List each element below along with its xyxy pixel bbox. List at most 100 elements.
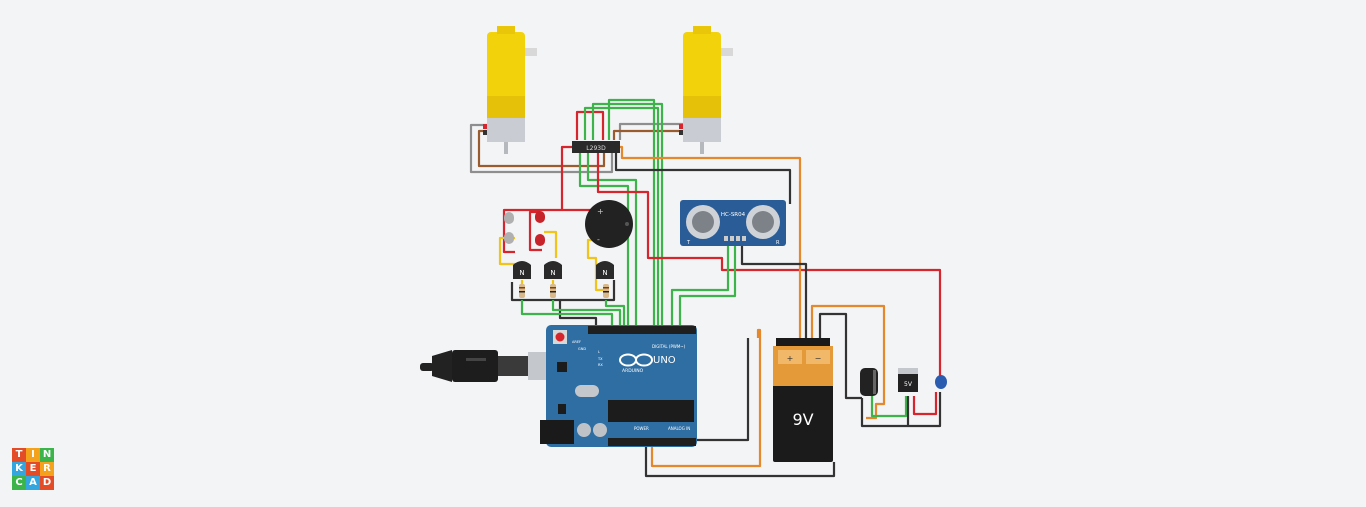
led-3-red[interactable]	[535, 211, 545, 223]
wire-green-driver-e[interactable]	[586, 152, 638, 328]
battery-label: 9V	[792, 410, 813, 429]
wire-green-driver-c[interactable]	[607, 98, 656, 328]
wire-yellow-buzzer[interactable]	[586, 238, 608, 292]
motor-driver-chip[interactable]: L293D	[572, 141, 620, 153]
arduino-crystal	[575, 385, 599, 397]
transistor-2[interactable]: N	[544, 261, 562, 279]
ultrasonic-sensor[interactable]: HC-SR04 T R	[680, 200, 786, 246]
sonar-pin-r: R	[776, 240, 780, 246]
usb-symbol	[466, 358, 486, 361]
usb-strain-relief	[432, 350, 452, 382]
wire-red-led2[interactable]	[528, 210, 542, 252]
wire-brown-motor-left[interactable]	[477, 129, 606, 168]
wire-red-reg-out[interactable]	[912, 392, 938, 416]
piezo-buzzer[interactable]: + -	[585, 200, 633, 248]
voltage-regulator[interactable]: 5V	[898, 368, 918, 392]
arduino-gnd: GND	[578, 347, 586, 351]
wire-red-power-2[interactable]	[596, 152, 942, 378]
motor-right-terminal-2	[679, 130, 683, 135]
arduino-subbrand: ARDUINO	[622, 368, 644, 374]
wire-green-sonar-trig[interactable]	[670, 240, 730, 328]
wire-green-cap-reg[interactable]	[870, 396, 908, 418]
wire-black-driver[interactable]	[614, 152, 792, 204]
wire-black-bat-gnd[interactable]	[644, 440, 836, 478]
arduino-aref: AREF	[572, 340, 581, 344]
led-1-off[interactable]	[504, 212, 514, 224]
wire-green-r1[interactable]	[520, 300, 614, 328]
driver-label: L293D	[586, 145, 606, 152]
logo-letter: R	[40, 462, 54, 476]
wire-green-r2[interactable]	[551, 300, 622, 328]
sonar-label-bg	[722, 210, 744, 218]
motor-left-shaft	[525, 48, 537, 56]
sonar-receiver-mesh	[752, 211, 774, 233]
wire-black-sonar-gnd[interactable]	[740, 240, 808, 338]
battery-9v[interactable]: + − 9V	[773, 338, 833, 462]
usb-cable[interactable]	[420, 350, 562, 382]
logo-letter: K	[12, 462, 26, 476]
arduino-uno[interactable]: UNO ARDUINO DIGITAL (PWM~) POWER ANALOG …	[540, 325, 697, 447]
motor-right[interactable]	[679, 26, 733, 154]
wire-gray-motor-left[interactable]	[469, 123, 614, 174]
arduino-tx: TX	[597, 357, 603, 361]
wire-black-reg-gnd[interactable]	[860, 392, 942, 428]
wire-brown-motor-right[interactable]	[612, 129, 683, 140]
arduino-rx: RX	[598, 363, 603, 367]
wire-green-sonar-echo[interactable]	[678, 240, 737, 328]
logo-letter: E	[26, 462, 40, 476]
arduino-usb-chip	[557, 362, 567, 372]
wire-orange-bat-vin[interactable]	[650, 328, 762, 468]
wire-black-bat-neg[interactable]	[818, 312, 862, 400]
led-2-off[interactable]	[504, 232, 514, 244]
wire-yellow-led2[interactable]	[544, 230, 558, 258]
arduino-cap-1	[577, 423, 591, 437]
resistor-2[interactable]	[550, 284, 556, 298]
buzzer-body	[585, 200, 633, 248]
led-4-red[interactable]	[535, 234, 545, 246]
motor-right-shaft	[721, 48, 733, 56]
battery-terminal-neg	[806, 350, 830, 364]
capacitor-stripe	[873, 370, 876, 394]
motor-right-can	[683, 118, 721, 142]
arduino-digital-label: DIGITAL (PWM~)	[652, 344, 686, 349]
resistor-1[interactable]	[519, 284, 525, 298]
wire-orange-bat-cap[interactable]	[810, 304, 886, 420]
regulator-body	[898, 374, 918, 392]
transistor-3[interactable]: N	[596, 261, 614, 279]
usb-plug-body	[452, 350, 498, 382]
wire-green-driver-d[interactable]	[578, 152, 630, 328]
transistor-1-body	[513, 261, 531, 279]
logo-letter: C	[12, 476, 26, 490]
electrolytic-capacitor[interactable]	[860, 368, 878, 396]
battery-terminal-pos	[778, 350, 802, 364]
sonar-pin-t: T	[686, 240, 691, 246]
logo-letter: A	[26, 476, 40, 490]
ceramic-capacitor[interactable]	[935, 375, 947, 389]
battery-snap	[776, 338, 830, 348]
wire-green-r3[interactable]	[604, 300, 626, 328]
wire-green-driver-a[interactable]	[583, 106, 660, 328]
logo-letter: D	[40, 476, 54, 490]
led-group[interactable]	[504, 211, 545, 246]
regulator-label: 5V	[904, 381, 913, 388]
resistor-3[interactable]	[603, 284, 609, 298]
logo-letter: I	[26, 448, 40, 462]
wire-red-power[interactable]	[502, 145, 572, 254]
motor-left-top	[497, 26, 515, 34]
logo-letter: T	[12, 448, 26, 462]
arduino-regulator	[558, 404, 566, 414]
driver-body	[572, 141, 620, 153]
transistor-2-body	[544, 261, 562, 279]
motor-left[interactable]	[483, 26, 537, 154]
wire-red-driver-vcc[interactable]	[575, 110, 605, 140]
arduino-brand: UNO	[653, 355, 676, 366]
ceramic-cap-body	[935, 375, 947, 389]
wire-black-gnd-rail[interactable]	[510, 280, 616, 302]
arduino-reset-button[interactable]	[555, 332, 565, 342]
wire-green-driver-b[interactable]	[591, 102, 664, 328]
transistor-1[interactable]: N	[513, 261, 531, 279]
motor-right-gearbox	[683, 96, 721, 118]
tinkercad-logo[interactable]: T I N K E R C A D	[12, 448, 54, 490]
